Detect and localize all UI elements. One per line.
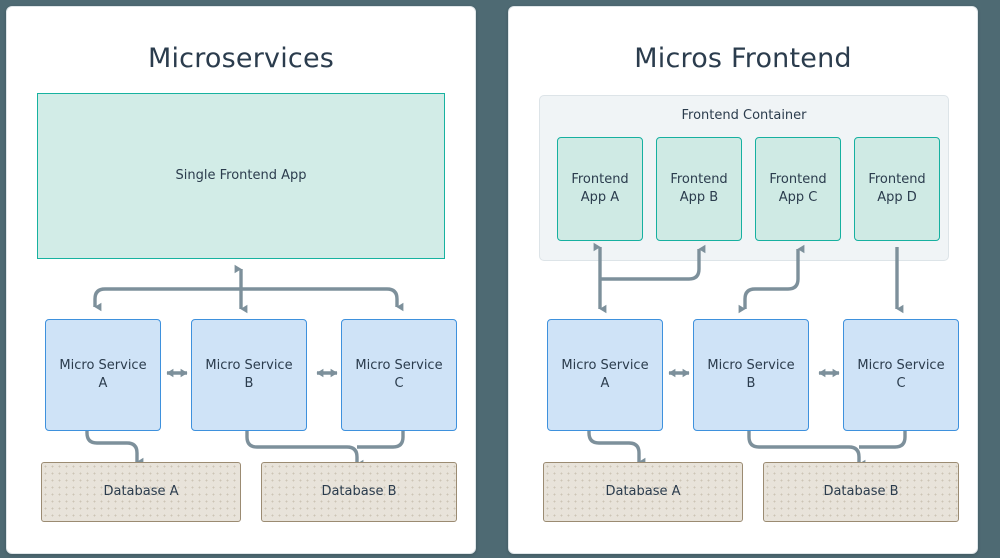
database-a-box-right: Database A: [543, 462, 743, 522]
database-a-box: Database A: [41, 462, 241, 522]
page-title-micro-frontend: Micros Frontend: [634, 43, 852, 74]
single-frontend-app-label: Single Frontend App: [175, 168, 307, 184]
panel-micro-frontend: Micros Frontend Frontend Container Front…: [508, 6, 978, 554]
frontend-container-label: Frontend Container: [681, 108, 807, 123]
micro-service-c-label: Micro Service C: [355, 358, 443, 391]
database-a-label: Database A: [103, 484, 179, 500]
frontend-app-a-label: Frontend App A: [571, 172, 629, 205]
micro-service-c-box: Micro Service C: [341, 319, 457, 431]
frontend-app-d-label: Frontend App D: [868, 172, 926, 205]
single-frontend-app-box: Single Frontend App: [37, 93, 445, 259]
micro-service-c-box-right: Micro Service C: [843, 319, 959, 431]
panel-microservices: Microservices Single Frontend App: [6, 6, 476, 554]
micro-service-a-label-right: Micro Service A: [561, 358, 649, 391]
database-b-label-right: Database B: [823, 484, 899, 500]
micro-service-b-label: Micro Service B: [205, 358, 293, 391]
frontend-app-b-box: Frontend App B: [656, 137, 742, 241]
frontend-app-b-label: Frontend App B: [670, 172, 728, 205]
micro-service-b-label-right: Micro Service B: [707, 358, 795, 391]
frontend-app-a-box: Frontend App A: [557, 137, 643, 241]
micro-service-b-box: Micro Service B: [191, 319, 307, 431]
micro-service-a-box: Micro Service A: [45, 319, 161, 431]
database-b-box-right: Database B: [763, 462, 959, 522]
micro-service-a-label: Micro Service A: [59, 358, 147, 391]
frontend-app-c-label: Frontend App C: [769, 172, 827, 205]
micro-service-a-box-right: Micro Service A: [547, 319, 663, 431]
database-b-box: Database B: [261, 462, 457, 522]
micro-service-b-box-right: Micro Service B: [693, 319, 809, 431]
database-a-label-right: Database A: [605, 484, 681, 500]
database-b-label: Database B: [321, 484, 397, 500]
frontend-app-c-box: Frontend App C: [755, 137, 841, 241]
micro-service-c-label-right: Micro Service C: [857, 358, 945, 391]
page-title-microservices: Microservices: [147, 43, 335, 74]
frontend-app-d-box: Frontend App D: [854, 137, 940, 241]
